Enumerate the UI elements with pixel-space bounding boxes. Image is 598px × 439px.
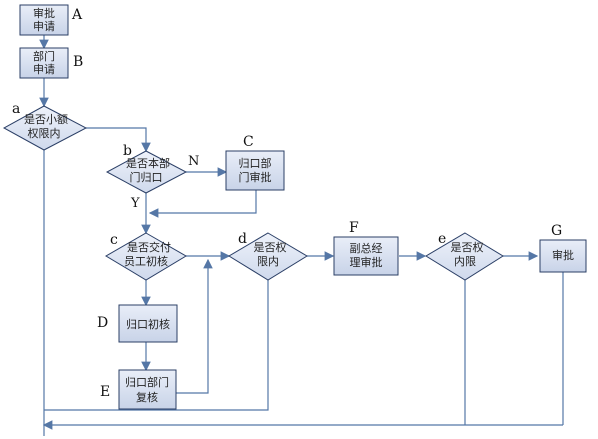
node-C-box: 归口部 门审批: [225, 150, 285, 191]
node-b-diamond: 是否本部 门归口: [105, 150, 188, 194]
node-C-line1: 归口部: [239, 156, 272, 170]
node-A-line2: 申请: [33, 20, 55, 33]
node-G-box: 审批: [539, 239, 587, 273]
tag-b: b: [123, 143, 132, 159]
node-a-diamond: 是否小额 权限内: [2, 105, 88, 151]
node-e-diamond: 是否权 内限: [425, 232, 504, 281]
node-E-line2: 复核: [136, 390, 158, 404]
node-B-box: 部门 申请: [19, 47, 69, 79]
tag-a: a: [12, 101, 20, 117]
tag-F: F: [349, 220, 359, 236]
tag-c: c: [110, 232, 118, 248]
node-F-line1: 副总经: [350, 241, 383, 255]
edge-label-Y: Y: [130, 196, 140, 211]
node-A-line1: 审批: [33, 6, 55, 20]
tag-e: e: [438, 231, 446, 247]
node-D-box: 归口初核: [118, 304, 178, 343]
node-E-line1: 归口部门: [125, 375, 169, 389]
tag-d: d: [238, 231, 247, 247]
edge-label-N: N: [188, 154, 199, 169]
node-c-line1: 是否交付: [127, 240, 171, 254]
tag-E: E: [100, 384, 110, 400]
node-E-box: 归口部门 复核: [118, 369, 177, 410]
node-e-line2: 内限: [454, 254, 476, 268]
tag-B: B: [73, 54, 83, 70]
edge-a-b: [86, 127, 151, 153]
node-a-line2: 权限内: [28, 126, 61, 140]
node-F-line2: 理审批: [350, 255, 383, 269]
node-F-box: 副总经 理审批: [333, 236, 399, 276]
node-c-diamond: 是否交付 员工初核: [105, 232, 187, 281]
tag-C: C: [243, 134, 254, 150]
node-d-diamond: 是否权 限内: [228, 232, 308, 281]
edge-C-merge: [148, 190, 257, 218]
edge-E-d: [176, 258, 213, 394]
node-d-line1: 是否权: [254, 241, 287, 254]
node-c-line2: 员工初核: [124, 254, 168, 268]
tag-D: D: [97, 315, 108, 331]
node-G-line1: 审批: [552, 248, 574, 262]
edge-d-bottom: [44, 280, 269, 411]
node-B-line1: 部门: [33, 49, 55, 63]
tag-G: G: [551, 223, 562, 239]
node-d-line2: 限内: [257, 254, 279, 268]
node-e-line1: 是否权: [451, 241, 484, 254]
edges: [39, 35, 564, 436]
node-D-line1: 归口初核: [126, 317, 170, 331]
node-b-line2: 门归口: [130, 170, 163, 184]
node-B-line2: 申请: [33, 63, 55, 76]
node-C-line2: 门审批: [239, 170, 272, 184]
node-b-line1: 是否本部: [126, 156, 170, 170]
node-A-box: 审批 申请: [19, 4, 69, 36]
tag-A: A: [71, 7, 83, 23]
node-a-line1: 是否小额: [24, 113, 68, 126]
